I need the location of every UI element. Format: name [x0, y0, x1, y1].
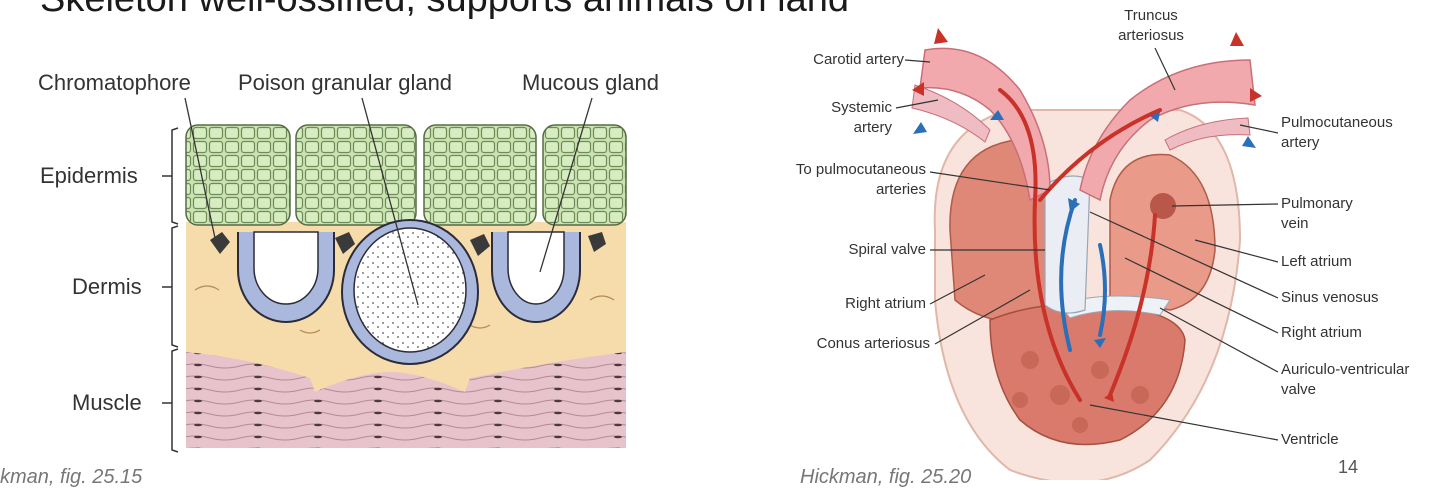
conus-shape — [1044, 175, 1091, 314]
mucous-gland-left — [237, 231, 335, 323]
conus-arteriosus-label: Conus arteriosus — [816, 335, 930, 352]
slide-title: Skeleton well-ossified, supports animals… — [40, 0, 849, 21]
chromatophores — [210, 232, 606, 256]
ventricle-label: Ventricle — [1281, 431, 1339, 448]
pulmocutaneous-artery-label: Pulmocutaneous artery — [1281, 114, 1393, 151]
left-atrium-shape — [1109, 153, 1216, 311]
left-atrium-label: Left atrium — [1281, 253, 1352, 270]
page-number: 14 — [1338, 457, 1359, 477]
dermis-label: Dermis — [72, 274, 142, 299]
truncus-arteriosus-label: Truncus arteriosus — [1118, 7, 1184, 44]
carotid-artery-label: Carotid artery — [813, 51, 904, 68]
poison-granular-gland — [341, 219, 479, 365]
muscle-label: Muscle — [72, 390, 142, 415]
systemic-artery-label: Systemic artery — [831, 99, 892, 136]
right-atrium-right-label: Right atrium — [1281, 324, 1362, 341]
to-pulmocutaneous-label: To pulmocutaneous arteries — [795, 161, 926, 198]
right-atrium-left-label: Right atrium — [845, 295, 926, 312]
right-arch — [1079, 59, 1256, 202]
poison-gland-label: Poison granular gland — [238, 70, 453, 95]
av-valve-label: Auriculo-ventricular valve — [1281, 361, 1410, 398]
epidermis-label: Epidermis — [40, 163, 138, 188]
chromatophore-label: Chromatophore — [38, 70, 191, 95]
mucous-gland-right — [491, 231, 581, 323]
sinus-venosus-label: Sinus venosus — [1281, 289, 1379, 306]
mucous-gland-label: Mucous gland — [522, 70, 659, 95]
heart-figure-caption: Hickman, fig. 25.20 — [800, 466, 972, 488]
pulmonary-vein-label: Pulmonary vein — [1281, 195, 1353, 232]
spiral-valve-label: Spiral valve — [848, 241, 926, 258]
skin-diagram — [162, 97, 627, 453]
